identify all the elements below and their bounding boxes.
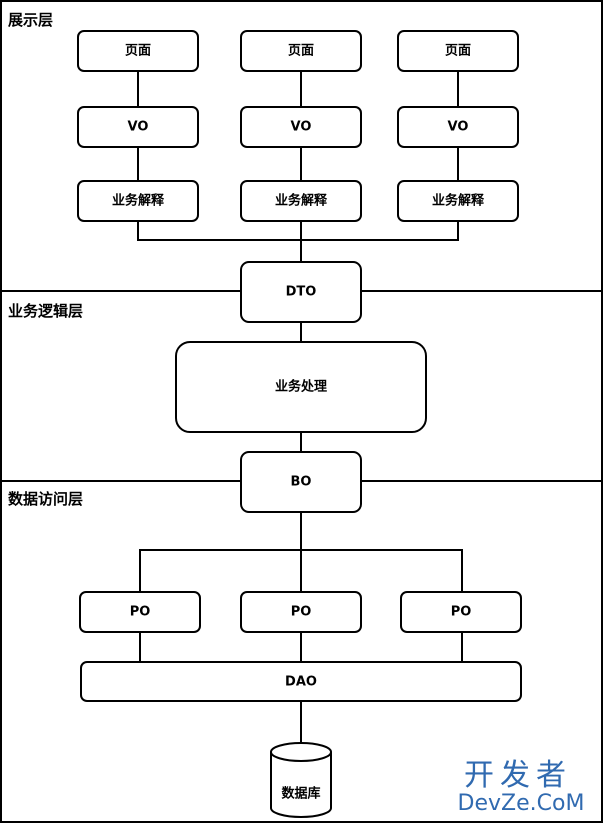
business-explain-box: 业务解释 bbox=[397, 180, 519, 222]
business-explain-box: 业务解释 bbox=[77, 180, 199, 222]
database-cylinder: 数据库 bbox=[270, 742, 332, 818]
dao-box: DAO bbox=[80, 661, 522, 702]
vo-label: VO bbox=[291, 120, 312, 135]
po-label: PO bbox=[451, 605, 472, 620]
page-box: 页面 bbox=[77, 30, 199, 72]
connectors bbox=[137, 71, 463, 744]
vo-box: VO bbox=[397, 106, 519, 148]
bo-label: BO bbox=[291, 475, 312, 490]
po-box: PO bbox=[240, 591, 362, 633]
vo-box: VO bbox=[77, 106, 199, 148]
page-label: 页面 bbox=[125, 44, 151, 59]
connector-explain-merge bbox=[137, 221, 459, 241]
page-box: 页面 bbox=[397, 30, 519, 72]
business-logic-layer-label: 业务逻辑层 bbox=[8, 302, 83, 320]
watermark: 开发者 DevZe.CoM bbox=[458, 758, 585, 816]
po-label: PO bbox=[291, 605, 312, 620]
dto-label: DTO bbox=[286, 285, 317, 300]
vo-label: VO bbox=[448, 120, 469, 135]
business-processing-box: 业务处理 bbox=[175, 341, 427, 433]
po-box: PO bbox=[79, 591, 201, 633]
business-explain-label: 业务解释 bbox=[275, 193, 328, 209]
vo-label: VO bbox=[128, 120, 149, 135]
business-explain-box: 业务解释 bbox=[240, 180, 362, 222]
connector-po-split bbox=[139, 549, 463, 592]
po-box: PO bbox=[400, 591, 522, 633]
business-explain-label: 业务解释 bbox=[112, 193, 165, 209]
vo-box: VO bbox=[240, 106, 362, 148]
po-label: PO bbox=[130, 605, 151, 620]
data-access-layer-label: 数据访问层 bbox=[8, 490, 83, 508]
business-explain-label: 业务解释 bbox=[432, 193, 485, 209]
dao-label: DAO bbox=[285, 675, 317, 690]
presentation-layer-label: 展示层 bbox=[8, 11, 53, 29]
bo-box: BO bbox=[240, 451, 362, 513]
database-label: 数据库 bbox=[281, 786, 320, 802]
page-label: 页面 bbox=[445, 44, 471, 59]
business-processing-label: 业务处理 bbox=[275, 379, 327, 395]
watermark-brand: DevZe.CoM bbox=[458, 791, 585, 816]
page-box: 页面 bbox=[240, 30, 362, 72]
watermark-title: 开发者 bbox=[464, 758, 572, 793]
dto-box: DTO bbox=[240, 261, 362, 323]
page-label: 页面 bbox=[288, 44, 314, 59]
